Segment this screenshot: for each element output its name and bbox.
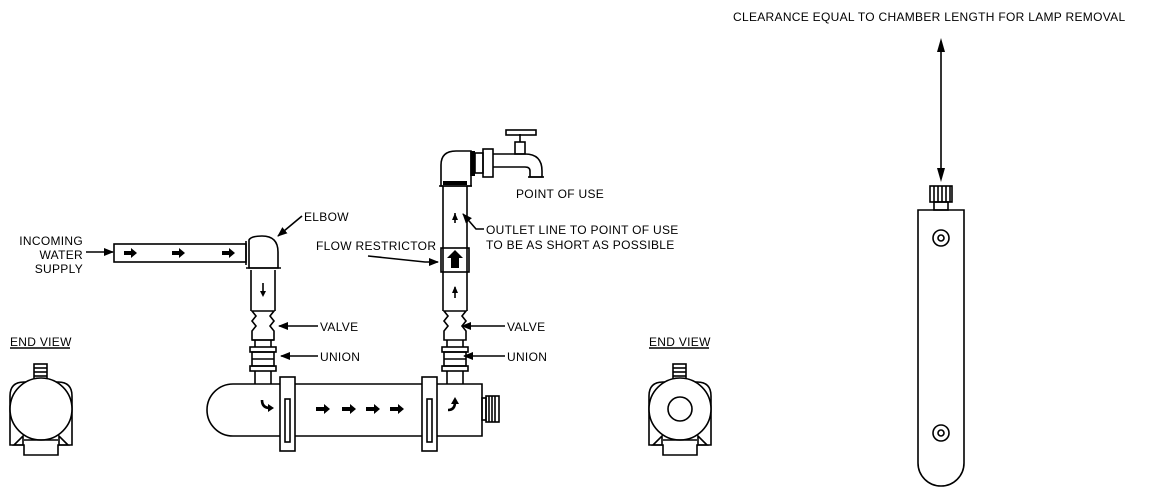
clearance-dimension xyxy=(937,38,945,182)
point-of-use-label: POINT OF USE xyxy=(516,187,604,201)
end-view-left xyxy=(9,363,73,456)
elbow-fitting xyxy=(245,235,281,269)
incoming-label-1: INCOMING xyxy=(19,234,83,248)
clearance-label: CLEARANCE EQUAL TO CHAMBER LENGTH FOR LA… xyxy=(733,10,1125,24)
valve-label-left: VALVE xyxy=(320,320,358,334)
top-elbow xyxy=(439,150,475,187)
end-view-label-right: END VIEW xyxy=(649,335,711,349)
union-label-left: UNION xyxy=(320,350,360,364)
outlet-line-label-1: OUTLET LINE TO POINT OF USE xyxy=(486,223,679,237)
uv-chamber-vertical xyxy=(917,185,965,487)
right-riser-pipe xyxy=(440,186,470,384)
union-label-right: UNION xyxy=(507,350,547,364)
left-riser-pipe xyxy=(249,270,277,384)
incoming-pipe xyxy=(113,243,247,263)
faucet xyxy=(474,129,544,178)
elbow-label: ELBOW xyxy=(304,210,349,224)
valve-label-right: VALVE xyxy=(507,320,545,334)
leader-lines xyxy=(86,213,505,360)
end-view-label-left: END VIEW xyxy=(10,335,72,349)
incoming-label-3: SUPPLY xyxy=(35,262,83,276)
end-view-right xyxy=(648,363,712,456)
uv-chamber-horizontal xyxy=(206,376,500,452)
flow-restrictor-label: FLOW RESTRICTOR xyxy=(316,239,436,253)
outlet-line-label-2: TO BE AS SHORT AS POSSIBLE xyxy=(486,238,675,252)
incoming-label-2: WATER xyxy=(40,248,84,262)
